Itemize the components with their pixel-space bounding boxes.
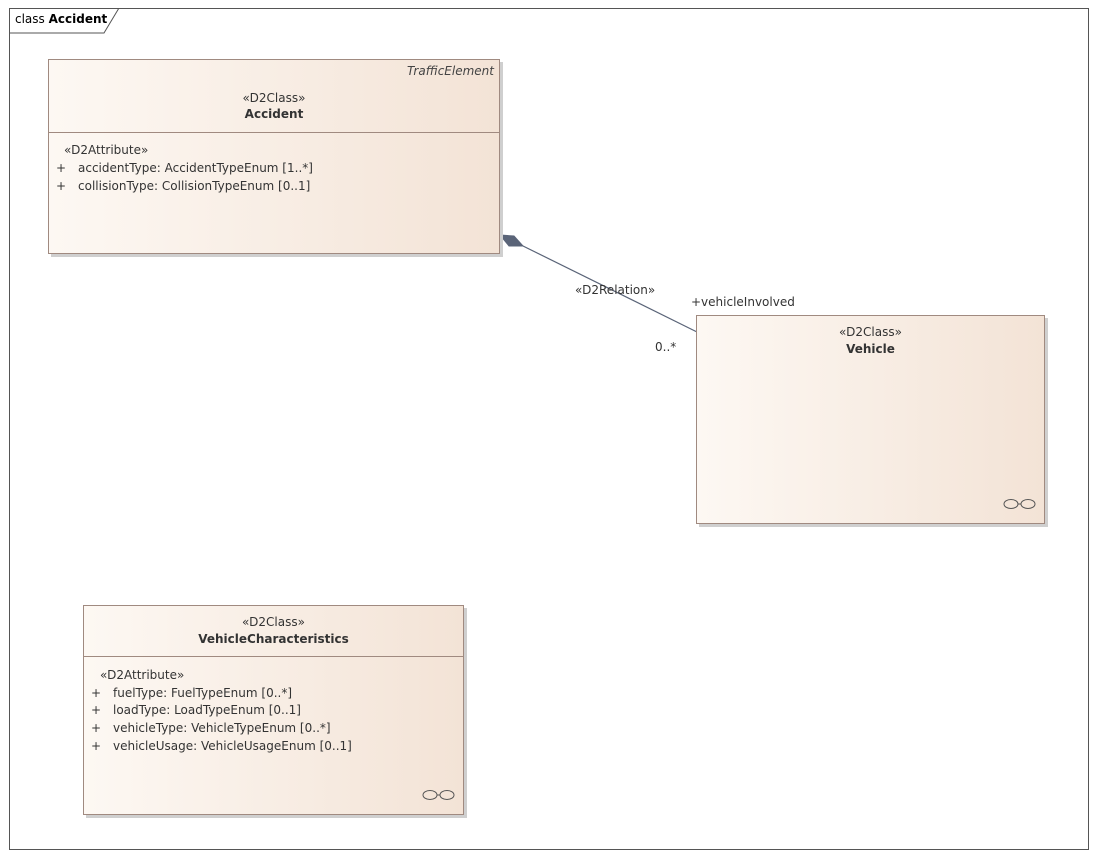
visibility-marker: + [91,739,102,753]
attribute-stereotype: «D2Attribute» [64,143,149,157]
visibility-marker: + [56,161,67,175]
composition-diamond-icon [498,234,525,247]
visibility-marker: + [91,703,102,717]
class-name: Accident [244,107,304,121]
parent-class-label: TrafficElement [407,64,494,78]
attribute-text: loadType: LoadTypeEnum [0..1] [113,703,301,717]
multiplicity-label: 0..* [655,340,677,354]
class-name: VehicleCharacteristics [198,632,349,646]
linked-element-icon [422,790,455,800]
frame-title: class Accident [15,12,107,26]
class-stereotype: «D2Class» [839,325,902,339]
attribute-text: collisionType: CollisionTypeEnum [0..1] [78,179,311,193]
attribute-text: accidentType: AccidentTypeEnum [1..*] [78,161,313,175]
linked-element-icon [1003,499,1036,509]
attribute-text: vehicleUsage: VehicleUsageEnum [0..1] [113,739,352,753]
attribute-text: fuelType: FuelTypeEnum [0..*] [113,686,293,700]
frame-keyword: class [15,12,45,26]
class-vehicle-characteristics[interactable]: «D2Class» VehicleCharacteristics «D2Attr… [83,605,464,815]
class-stereotype: «D2Class» [242,615,305,629]
association-line[interactable] [520,244,698,333]
visibility-marker: + [56,179,67,193]
attribute-stereotype: «D2Attribute» [100,668,185,682]
role-label: +vehicleInvolved [691,295,795,309]
class-vehicle-characteristics-header: «D2Class» VehicleCharacteristics [84,606,463,657]
class-name: Vehicle [846,342,895,356]
visibility-marker: + [91,686,102,700]
frame-name: Accident [48,12,108,26]
frame-tab [9,8,120,34]
attribute-text: vehicleType: VehicleTypeEnum [0..*] [113,721,331,735]
class-accident-header: TrafficElement «D2Class» Accident [49,60,499,133]
class-vehicle[interactable]: «D2Class» Vehicle [696,315,1045,524]
visibility-marker: + [91,721,102,735]
relation-stereotype: «D2Relation» [575,283,656,297]
diagram-frame [9,8,1089,850]
class-accident[interactable]: TrafficElement «D2Class» Accident «D2Att… [48,59,500,254]
class-stereotype: «D2Class» [242,91,306,105]
